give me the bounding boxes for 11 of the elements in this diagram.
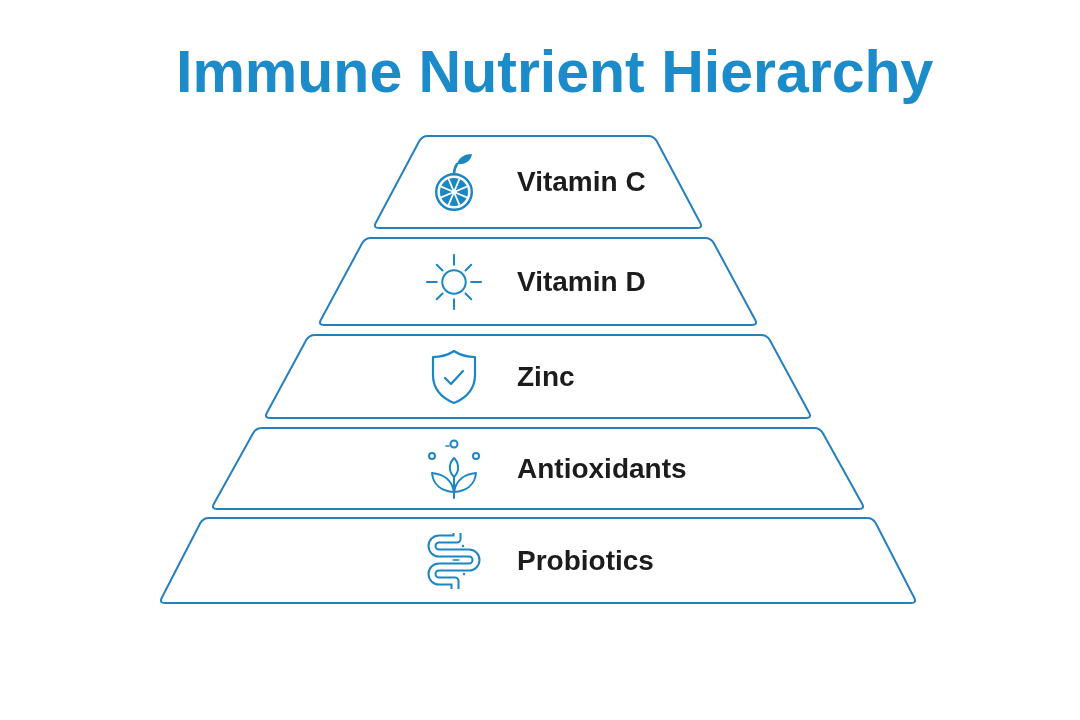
tier-label: Vitamin C	[517, 165, 646, 199]
tier-label: Vitamin D	[517, 264, 646, 299]
pyramid-tier	[158, 517, 918, 604]
diagram-title: Immune Nutrient Hierarchy	[176, 38, 934, 107]
pyramid-tier	[263, 334, 813, 419]
tier-label: Zinc	[517, 359, 575, 394]
pyramid-tier	[317, 237, 759, 326]
pyramid-tier	[210, 427, 866, 510]
pyramid-tier	[372, 135, 704, 229]
tier-label: Antioxidants	[517, 451, 687, 486]
tier-label: Probiotics	[517, 543, 654, 578]
